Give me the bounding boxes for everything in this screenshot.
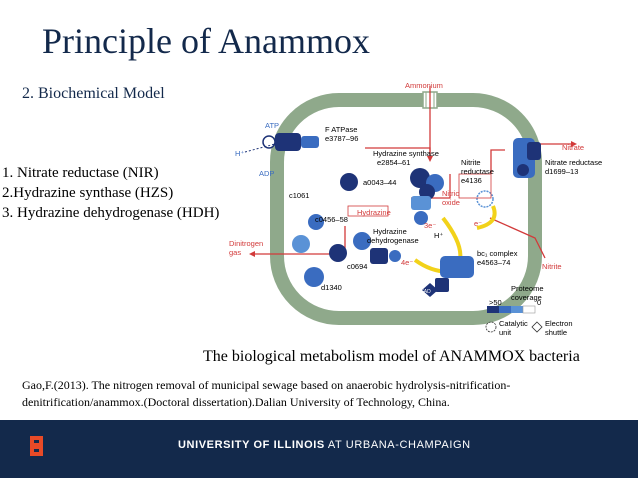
- enzyme-item-hdh: 3. Hydrazine dehydrogenase (HDH): [2, 205, 220, 221]
- label-nitric-oxide-2: oxide: [442, 198, 460, 207]
- label-e-minus: e⁻: [474, 219, 482, 228]
- label-nitrite-reductase-2: reductase: [461, 167, 494, 176]
- label-dinitrogen-2: gas: [229, 248, 241, 257]
- label-electron-1: Electron: [545, 319, 573, 328]
- label-nitric-oxide-1: Nitric: [442, 189, 459, 198]
- reference-line-1: Gao,F.(2013). The nitrogen removal of mu…: [22, 378, 511, 392]
- label-nitrite: Nitrite: [542, 262, 562, 271]
- label-dinitrogen-1: Dinitrogen: [229, 239, 263, 248]
- label-bc1-id: e4563–74: [477, 258, 510, 267]
- electron-shuttle-icon: [476, 190, 494, 208]
- label-nitrate: Nitrate: [562, 143, 584, 152]
- electron-shuttle-legend-icon: [531, 321, 543, 333]
- diagram-caption: The biological metabolism model of ANAMM…: [203, 348, 580, 365]
- label-hdh-1: Hydrazine: [373, 227, 407, 236]
- nitrite-reductase-icon: [411, 196, 431, 225]
- label-c0456: c0456–58: [315, 215, 348, 224]
- label-atp: ATP: [265, 121, 279, 130]
- hydrazine-dehydrogenase-icon: [370, 248, 401, 264]
- label-f-atpase: F ATPase: [325, 125, 357, 134]
- label-proteome-1: Proteome: [511, 284, 544, 293]
- anammox-metabolism-diagram: Ammonium ATP H⁺ ADP F ATPase e3787–96 Hy…: [229, 81, 602, 337]
- label-catalytic-2: unit: [499, 328, 512, 337]
- catalytic-unit-icons: [292, 173, 371, 287]
- label-c0694: c0694: [347, 262, 367, 271]
- label-electron-2: shuttle: [545, 328, 567, 337]
- slide-subtitle: 2. Biochemical Model: [22, 85, 165, 102]
- label-adp: ADP: [259, 169, 274, 178]
- legend: [485, 305, 543, 333]
- label-ammonium: Ammonium: [405, 81, 443, 90]
- electron-arrow-e: [476, 205, 497, 230]
- label-hydrazine-synthase: Hydrazine synthase: [373, 149, 439, 158]
- label-hdh-2: dehydrogenase: [367, 236, 419, 245]
- label-4e: 4e⁻: [401, 258, 413, 267]
- illinois-block-i-logo: [30, 436, 43, 456]
- slide-title: Principle of Anammox: [42, 21, 370, 61]
- f-atpase-icon: [244, 133, 319, 153]
- university-name-bold: UNIVERSITY OF ILLINOIS: [178, 439, 325, 451]
- enzyme-item-hzs: 2.Hydrazine synthase (HZS): [2, 185, 174, 201]
- footer-bar: [0, 420, 638, 478]
- label-hzs-id: e2854–61: [377, 158, 410, 167]
- nitrate-reductase-icon: [513, 138, 541, 178]
- label-h-plus-left: H⁺: [235, 149, 244, 158]
- enzyme-item-nir: 1. Nitrate reductase (NIR): [2, 165, 159, 181]
- label-a0043: a0043–44: [363, 178, 396, 187]
- label-catalytic-1: Catalytic: [499, 319, 528, 328]
- bc1-complex-icon: [422, 256, 474, 297]
- reference-citation: Gao,F.(2013). The nitrogen removal of mu…: [22, 377, 622, 411]
- hydrazine-synthase-icon: [410, 168, 444, 200]
- label-proteome-2: coverage: [511, 293, 542, 302]
- catalytic-unit-legend-icon: [485, 321, 497, 333]
- label-h-plus-mid: H⁺: [434, 231, 443, 240]
- university-name-rest: AT URBANA-CHAMPAIGN: [324, 439, 471, 451]
- label-3e: 3e⁻: [424, 221, 436, 230]
- label-zero: 0: [537, 298, 541, 307]
- label-d1340: d1340: [321, 283, 342, 292]
- label-hydrazine: Hydrazine: [357, 208, 391, 217]
- label-nar-id: d1699–13: [545, 167, 578, 176]
- label-bc1-complex: bc₁ complex: [477, 249, 518, 258]
- label-nitrate-reductase: Nitrate reductase: [545, 158, 602, 167]
- label-nitrite-reductase-1: Nitrite: [461, 158, 481, 167]
- label-gt50: >50: [489, 298, 502, 307]
- university-name: UNIVERSITY OF ILLINOIS AT URBANA-CHAMPAI…: [178, 439, 471, 451]
- label-nir-id: e4136: [461, 176, 482, 185]
- label-c1061: c1061: [289, 191, 309, 200]
- reference-line-2: denitrification/anammox.(Doctoral disser…: [22, 395, 450, 409]
- label-fad: FAD: [421, 289, 431, 295]
- label-f-atpase-id: e3787–96: [325, 134, 358, 143]
